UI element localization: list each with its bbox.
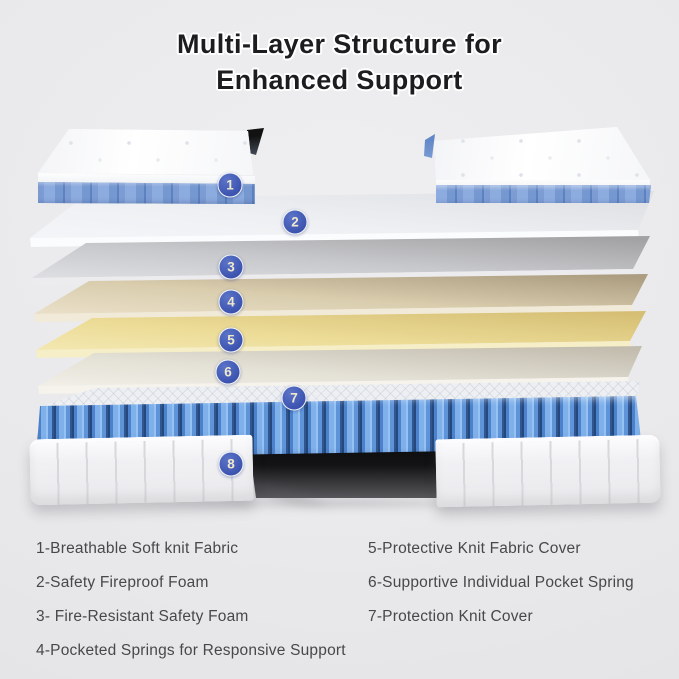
mattress-top-right-side-band bbox=[436, 185, 651, 203]
layer-badge-8: 8 bbox=[218, 451, 244, 477]
layer-badge-5: 5 bbox=[218, 327, 244, 353]
layer-badge-3: 3 bbox=[218, 254, 244, 280]
legend-item: 5-Protective Knit Fabric Cover bbox=[368, 540, 581, 557]
layer-badge-7: 7 bbox=[281, 385, 307, 411]
layer-badge-6: 6 bbox=[215, 359, 241, 385]
legend-item: 6-Supportive Individual Pocket Spring bbox=[368, 574, 634, 591]
legend-item: 2-Safety Fireproof Foam bbox=[36, 574, 209, 591]
title-line-2: Enhanced Support bbox=[216, 65, 463, 95]
layer-badge-2: 2 bbox=[282, 209, 308, 235]
layer-badge-4: 4 bbox=[218, 289, 244, 315]
legend-item: 1-Breathable Soft knit Fabric bbox=[36, 540, 239, 557]
legend-item: 4-Pocketed Springs for Responsive Suppor… bbox=[36, 642, 346, 659]
mattress-top-left-surface bbox=[38, 129, 253, 175]
mattress-top-right-cut-face bbox=[424, 134, 435, 158]
legend-item: 7-Protection Knit Cover bbox=[368, 608, 533, 625]
layer-badge-1: 1 bbox=[217, 172, 243, 198]
mattress-top-right-border bbox=[436, 180, 650, 188]
legend-item: 3- Fire-Resistant Safety Foam bbox=[36, 608, 249, 625]
base-right bbox=[435, 434, 661, 508]
page-title: Multi-Layer Structure for Enhanced Suppo… bbox=[0, 26, 679, 98]
title-line-1: Multi-Layer Structure for bbox=[176, 29, 503, 59]
mattress-top-left-border bbox=[38, 173, 255, 183]
mattress-top-right-surface bbox=[434, 127, 650, 180]
legend-right-column: 5-Protective Knit Fabric Cover 6-Supporti… bbox=[368, 541, 634, 643]
legend-left-column: 1-Breathable Soft knit Fabric 2-Safety Fi… bbox=[36, 541, 346, 677]
mattress-top-left-side-band bbox=[38, 182, 255, 204]
